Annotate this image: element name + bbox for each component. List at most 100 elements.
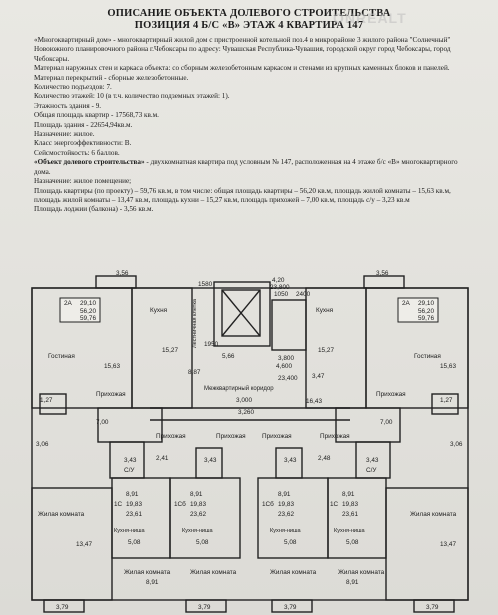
loggia-left-area: 1,27 [40,397,53,404]
plan-bath-b [195,447,223,479]
niche-b-label: Кухня-ниша [182,528,214,534]
corridor-val-g: 8,87 [188,369,201,376]
plan-studio-b [169,477,241,559]
corridor-val-d: 3,260 [238,409,254,416]
studio-c-full: 23,62 [278,511,294,518]
bath-left-area: 3,43 [124,457,137,464]
dim-stair-1: 1580 [198,281,213,288]
desc-walls: Материал наружных стен и каркаса объекта… [34,64,450,73]
niche-d-area: 5,08 [346,539,359,546]
plan-kitchen-right [305,287,367,409]
kitchen-left-label: Кухня [150,307,168,314]
bottom-room-a-area: 8,91 [146,579,159,586]
lift-label: Лестничная клетка [192,298,198,348]
living-left-label: Гостиная [48,353,75,360]
studio-b-full: 23,62 [190,511,206,518]
plan-balcony-bm2 [271,599,313,613]
studio-a-total: 8,91 [126,491,139,498]
desc-building: «Многоквартирный дом» - многоквартирный … [34,36,451,63]
kitchen-right-label: Кухня [316,307,334,314]
desc-total-area: Общая площадь квартир - 17568,73 кв.м. [34,111,159,120]
balcony-bm2-area: 3,79 [284,604,297,611]
bedroom-right-label: Жилая комната [410,511,457,518]
studio-a-sum: 19,83 [126,501,142,508]
plan-loggia-right [431,393,459,415]
desc-apartment-areas: Площадь квартиры (по проекту) – 59,76 кв… [34,186,451,204]
plan-balcony-tr [363,275,405,289]
plan-info-box-left [59,297,101,323]
studio-d-sum: 19,83 [342,501,358,508]
plan-balcony-br [413,599,455,613]
balcony-bl-area: 3,79 [56,604,69,611]
plan-balcony-bm [185,599,227,613]
living-right-area: 15,63 [440,363,456,370]
kitchen-left-area: 15,27 [162,347,178,354]
hall-right-label: Прихожая [376,391,406,398]
niche-d-label: Кухня-ниша [334,528,366,534]
bedroom-a-label: Жилая комната [124,569,171,576]
hall-left-area: 7,00 [96,419,109,426]
niche-c-area: 5,08 [284,539,297,546]
bedroom-left-area: 13,47 [76,541,92,548]
plan-stairwell [213,281,271,347]
plan-loggia-left [39,393,67,415]
plan-bedroom-left [31,487,113,601]
dim-stair-3: 2400 [296,291,311,298]
studio-d-type: 1С [330,501,339,508]
plan-studio-c [257,477,329,559]
stair-area-2: 4,20 [272,277,285,284]
corridor-val-c: 3,000 [236,397,252,404]
corridor-label: Межквартирный коридор [204,385,274,392]
info-right-v1: 29,10 [418,300,434,307]
bath-c-area: 3,43 [284,457,297,464]
desc-height: Этажность здания - 9. [34,101,102,110]
bedroom-right-area: 13,47 [440,541,456,548]
title-line-1: ОПИСАНИЕ ОБЪЕКТА ДОЛЕВОГО СТРОИТЕЛЬСТВА [107,8,391,19]
desc-entrances: Количество подъездов: 7. [34,83,112,92]
floor-plan: 2А 29,10 56,20 59,76 2А 29,10 56,20 59,7… [31,270,469,613]
info-right-v3: 59,76 [418,315,434,322]
info-left-v2: 56,20 [80,308,96,315]
corridor-val-f: 3,47 [312,373,325,380]
corridor-val-b: 23,400 [278,375,298,382]
desc-balcony-area: Площадь лоджии (балкона) - 3,56 кв.м. [34,205,154,214]
plan-elevator-hall [271,299,307,351]
bedroom-c-label: Жилая комната [270,569,317,576]
studio-b-total: 8,91 [190,491,203,498]
bath-left-label: С/У [124,467,135,474]
desc-object: «Объект долевого строительства» - двухко… [34,158,470,177]
living-right-label: Гостиная [414,353,441,360]
plan-balcony-tl [95,275,137,289]
small-right-area: 3,06 [450,441,463,448]
plan-balcony-bl [43,599,85,613]
bath-right-area: 3,43 [366,457,379,464]
studio-d-total: 8,91 [342,491,355,498]
desc-object-bold: «Объект долевого строительства» [34,158,145,167]
small-left-area: 3,06 [36,441,49,448]
balcony-br-area: 3,79 [426,604,439,611]
desc-seismic: Сейсмостойкость: 6 баллов. [34,148,120,157]
corridor-val-e: 1950 [204,341,219,348]
living-left-area: 15,63 [104,363,120,370]
info-right-type: 2А [402,300,411,307]
bedroom-b-label: Жилая комната [190,569,237,576]
studio-a-type: 1С [114,501,123,508]
info-left-type: 2А [64,300,73,307]
plan-outer-wall [31,287,469,601]
bath-b-area: 3,43 [204,457,217,464]
plan-studio-a [111,477,171,559]
desc-purpose: Назначение: жилое. [34,130,95,139]
studio-c-sum: 19,83 [278,501,294,508]
corridor-area: 16,43 [306,398,322,405]
hall-small-a: 2,41 [156,455,169,462]
niche-c-label: Кухня-ниша [270,528,302,534]
desc-energy-class: Класс энергоэффективности: В. [34,139,132,148]
niche-a-label: Кухня-ниша [114,528,146,534]
loggia-right-area: 1,27 [440,397,453,404]
hall-c-label: Прихожая [216,433,246,440]
dim-stair-2: 1050 [274,291,289,298]
hall-left-label: Прихожая [96,391,126,398]
studio-a-full: 23,61 [126,511,142,518]
bedroom-d-label: Жилая комната [338,569,385,576]
